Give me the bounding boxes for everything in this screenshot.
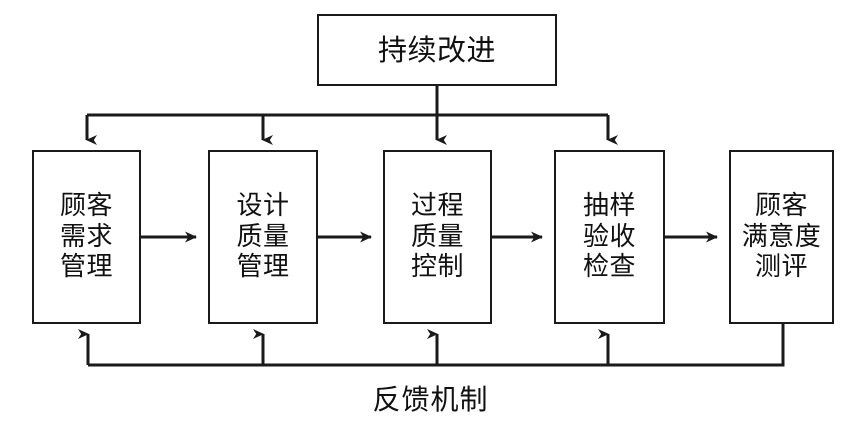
node-design-quality-management-label: 设计 质量 管理 (236, 190, 290, 283)
node-sampling-acceptance-inspection[interactable]: 抽样 验收 检查 (554, 150, 665, 324)
node-process-quality-control-label: 过程 质量 控制 (410, 190, 464, 283)
node-customer-requirement-management-label: 顾客 需求 管理 (59, 190, 113, 283)
node-continuous-improvement-label: 持续改进 (377, 32, 496, 67)
node-customer-satisfaction-evaluation-label: 顾客 满意度 测评 (741, 190, 822, 283)
node-continuous-improvement[interactable]: 持续改进 (317, 14, 557, 86)
node-customer-satisfaction-evaluation[interactable]: 顾客 满意度 测评 (729, 150, 834, 324)
feedback-mechanism-label: 反馈机制 (372, 383, 489, 416)
node-design-quality-management[interactable]: 设计 质量 管理 (208, 150, 318, 324)
node-sampling-acceptance-inspection-label: 抽样 验收 检查 (582, 190, 636, 283)
node-process-quality-control[interactable]: 过程 质量 控制 (383, 150, 492, 324)
wire-feedback-bus (88, 324, 785, 367)
node-customer-requirement-management[interactable]: 顾客 需求 管理 (32, 150, 141, 324)
